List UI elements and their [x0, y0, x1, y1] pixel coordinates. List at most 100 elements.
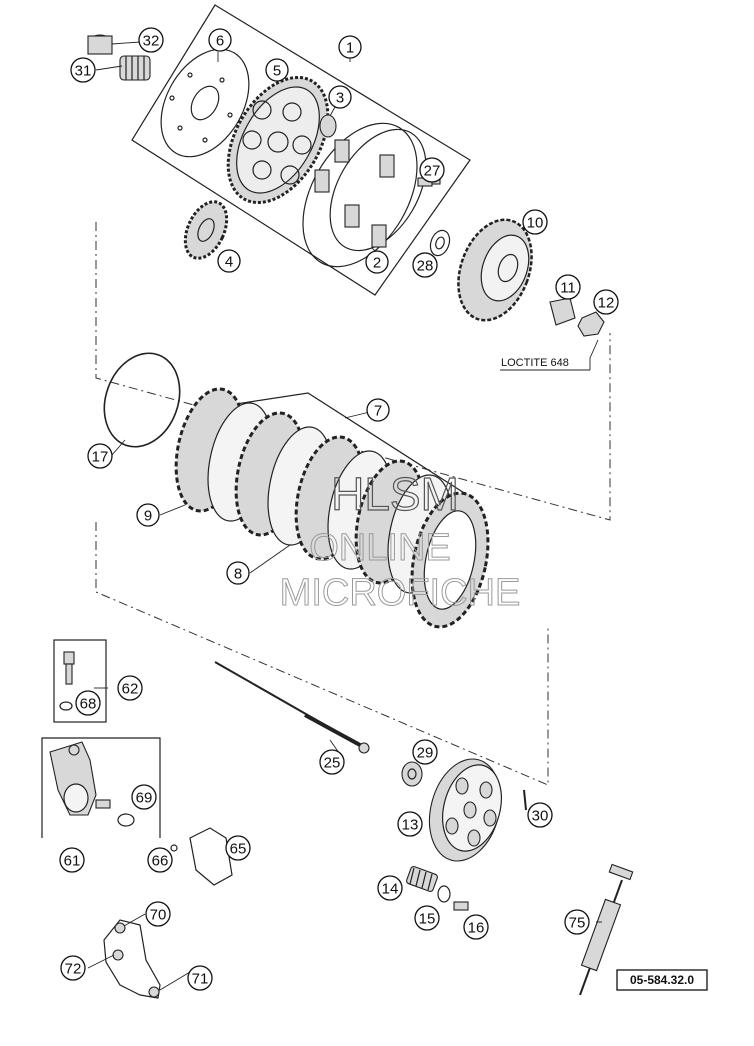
watermark-line2: ONLINE: [309, 527, 450, 569]
callout-30: 30: [527, 802, 553, 828]
inner-hub-part: [457, 218, 533, 322]
pressure-pin-part: [523, 789, 527, 811]
callout-7: 7: [366, 398, 390, 422]
thrust-disk-part: [160, 48, 250, 158]
callout-3: 3: [328, 85, 352, 109]
piston-seal-part: [117, 813, 135, 827]
push-rod-part: [214, 661, 370, 754]
svg-text:72: 72: [65, 961, 82, 978]
drawing-number-box: 05-584.32.0: [616, 969, 708, 991]
spring-bolt-part: [453, 901, 469, 911]
basket-washer-part: [429, 229, 451, 257]
svg-text:71: 71: [192, 971, 209, 988]
svg-text:10: 10: [527, 215, 544, 232]
svg-text:14: 14: [382, 881, 399, 898]
callout-15: 15: [414, 905, 440, 931]
assembly-boundary-lower: [95, 522, 549, 786]
kickstart-gear-part: [183, 200, 229, 260]
callout-5: 5: [265, 58, 289, 82]
callout-12: 12: [593, 289, 619, 315]
svg-text:25: 25: [324, 755, 341, 772]
callout-11: 11: [555, 274, 581, 300]
svg-text:4: 4: [225, 254, 233, 271]
callout-8: 8: [226, 561, 250, 585]
svg-text:12: 12: [598, 295, 615, 312]
svg-text:61: 61: [64, 853, 81, 870]
callout-71: 71: [187, 965, 213, 991]
svg-text:62: 62: [122, 681, 139, 698]
bushing-part: [87, 34, 113, 55]
callout-17: 17: [87, 443, 113, 469]
watermark-line3: MICROFICHE: [280, 572, 521, 614]
callout-9: 9: [136, 503, 160, 527]
svg-text:31: 31: [75, 63, 92, 80]
svg-text:3: 3: [336, 90, 344, 107]
pressure-plate-part: [428, 758, 502, 862]
svg-text:28: 28: [417, 258, 434, 275]
callout-14: 14: [377, 875, 403, 901]
bleed-syringe-part: [579, 863, 634, 996]
small-bushing-part: [319, 114, 337, 138]
callout-1: 1: [338, 35, 362, 59]
svg-text:66: 66: [152, 853, 169, 870]
loctite-label: LOCTITE 648: [501, 357, 569, 369]
clutch-disc-pack: [174, 387, 490, 629]
drawing-number: 05-584.32.0: [630, 973, 694, 987]
svg-text:7: 7: [374, 403, 382, 420]
svg-text:29: 29: [417, 745, 434, 762]
callout-4: 4: [217, 249, 241, 273]
callout-10: 10: [522, 209, 548, 235]
svg-text:65: 65: [230, 841, 247, 858]
callout-2: 2: [365, 250, 389, 274]
sealing-ring-part: [59, 701, 73, 711]
group-frame-62: [53, 639, 107, 723]
svg-text:17: 17: [92, 449, 109, 466]
svg-text:32: 32: [143, 33, 160, 50]
callout-68: 68: [75, 690, 101, 716]
callout-29: 29: [412, 739, 438, 765]
needle-bearing-part: [119, 55, 151, 81]
callout-31: 31: [70, 57, 96, 83]
callout-16: 16: [463, 914, 489, 940]
svg-text:68: 68: [80, 696, 97, 713]
svg-text:70: 70: [150, 907, 167, 924]
loctite-note: LOCTITE 648: [500, 339, 599, 371]
callout-25: 25: [319, 749, 345, 775]
callout-32: 32: [138, 27, 164, 53]
clutch-lever-bracket-part: [103, 919, 161, 999]
callout-27: 27: [419, 157, 445, 183]
gasket-part: [189, 827, 233, 886]
callout-70: 70: [145, 901, 171, 927]
callout-66: 66: [147, 847, 173, 873]
watermark: HLSM ONLINE MICROFICHE: [279, 467, 521, 614]
small-o-ring-part: [170, 844, 178, 852]
clutch-basket-part: [302, 122, 427, 268]
bleed-screw-part: [63, 651, 75, 685]
callout-61: 61: [59, 847, 85, 873]
callouts: 1 2 3 4 5 6 7 8 9 10 11 12 13 14 15 16 1…: [59, 27, 619, 991]
svg-text:9: 9: [144, 508, 152, 525]
svg-text:8: 8: [234, 566, 242, 583]
callout-69: 69: [131, 784, 157, 810]
callout-28: 28: [412, 252, 438, 278]
svg-text:27: 27: [424, 163, 441, 180]
hub-nut-part: [577, 311, 605, 337]
svg-text:6: 6: [216, 33, 224, 50]
watermark-line1: HLSM: [331, 468, 459, 520]
callout-65: 65: [225, 835, 251, 861]
svg-text:1: 1: [346, 40, 354, 57]
pressure-bearing-part: [401, 761, 423, 787]
o-ring-part: [103, 352, 181, 448]
clutch-spring-part: [406, 866, 438, 892]
svg-text:16: 16: [468, 920, 485, 937]
svg-text:2: 2: [373, 255, 381, 272]
spring-washer-part: [437, 885, 451, 903]
svg-text:15: 15: [419, 911, 436, 928]
svg-text:75: 75: [569, 915, 586, 932]
svg-text:11: 11: [560, 280, 576, 297]
svg-text:30: 30: [532, 808, 549, 825]
callout-62: 62: [117, 675, 143, 701]
callout-72: 72: [60, 955, 86, 981]
svg-text:69: 69: [136, 790, 153, 807]
